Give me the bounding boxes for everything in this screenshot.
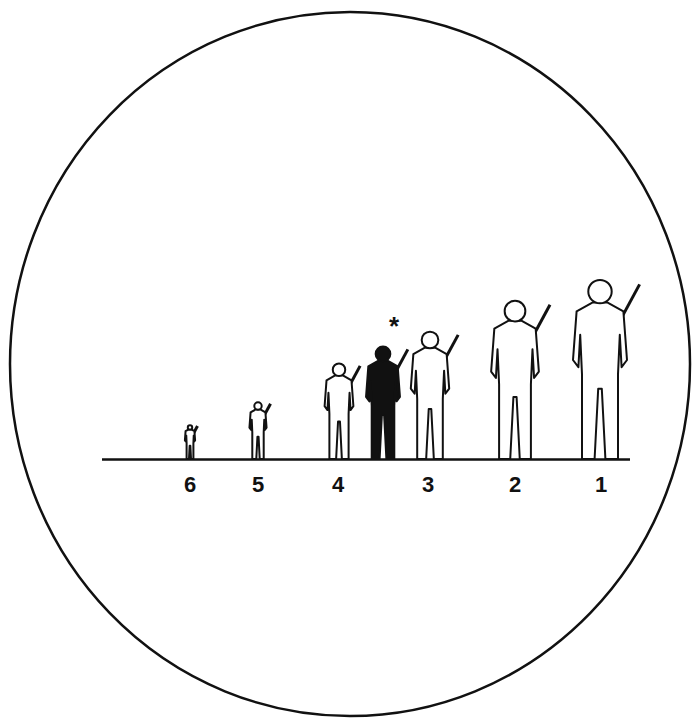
soldier-head [254, 402, 261, 409]
figure-label: 6 [184, 474, 196, 496]
reticle-circle [10, 12, 690, 716]
soldier-figures [185, 280, 640, 459]
marker-asterisk: * [389, 311, 399, 341]
soldier-head [505, 301, 526, 322]
soldier-silhouette [185, 425, 198, 459]
soldier-head [188, 425, 192, 429]
soldier-silhouette [573, 280, 640, 459]
figure-label: 5 [252, 474, 264, 496]
figure-label: 2 [509, 474, 521, 496]
soldier-head [376, 347, 391, 362]
soldier-body [491, 321, 539, 459]
soldier-head [422, 332, 439, 349]
figure-label: * [389, 313, 399, 339]
soldier-silhouette [325, 363, 361, 459]
figure-label: 4 [332, 474, 344, 496]
figure-number: 3 [422, 472, 434, 497]
figure-number: 5 [252, 472, 264, 497]
soldier-silhouette [411, 332, 458, 459]
soldier-body [185, 429, 195, 459]
figure-label: 1 [595, 474, 607, 496]
soldier-body [366, 361, 400, 459]
figure-number: 6 [184, 472, 196, 497]
ground-line [102, 458, 630, 461]
soldier-body [325, 375, 354, 459]
soldier-body [573, 302, 627, 459]
figure-number: 1 [595, 472, 607, 497]
figure-number: 4 [332, 472, 344, 497]
soldier-body [411, 348, 449, 459]
figure-number: 2 [509, 472, 521, 497]
soldier-silhouette [249, 402, 270, 459]
figure-label: 3 [422, 474, 434, 496]
soldier-silhouette [366, 347, 408, 459]
soldier-head [588, 280, 611, 303]
soldier-silhouette [491, 301, 550, 459]
soldier-head [333, 363, 345, 375]
soldier-body [249, 409, 266, 459]
